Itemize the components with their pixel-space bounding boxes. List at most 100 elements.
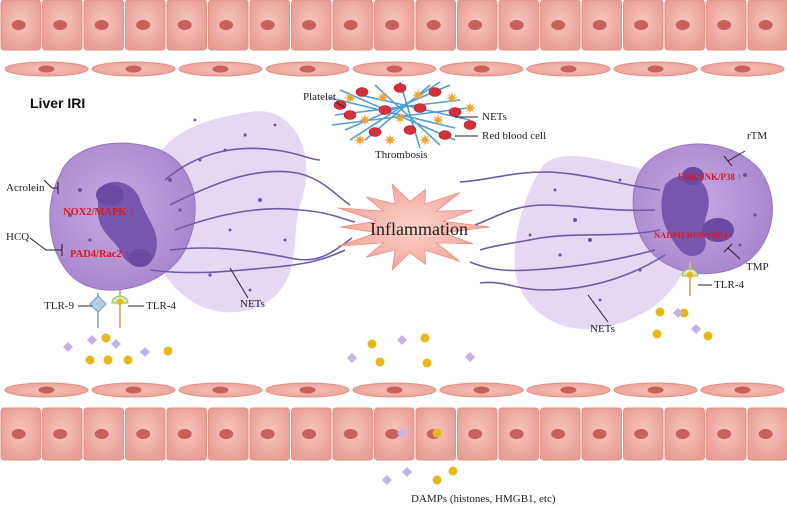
damp-purple-particle <box>140 347 150 357</box>
bottom-epithelium-row <box>0 407 787 461</box>
bottom-endothelial-nucleus <box>560 386 577 394</box>
right-nucleus-lobe <box>702 218 734 242</box>
platelet <box>359 114 371 126</box>
top-epithelial-nucleus <box>592 20 607 30</box>
bottom-epithelial-nucleus <box>136 429 151 439</box>
bottom-epithelial-nucleus <box>509 429 524 439</box>
damp-yellow-particle <box>123 355 133 365</box>
granules <box>68 118 757 302</box>
hcq-label: HCQ <box>6 231 30 243</box>
platelet <box>432 114 444 126</box>
bottom-epithelial-nucleus <box>592 429 607 439</box>
top-epithelial-nucleus <box>675 20 690 30</box>
top-epithelial-nucleus <box>468 20 483 30</box>
left-nucleus-lobe <box>128 249 152 267</box>
damp-yellow-particle <box>703 331 713 341</box>
damp-purple-particle <box>691 324 701 334</box>
damp-yellow-particle <box>448 466 458 476</box>
bottom-epithelial-nucleus <box>11 429 26 439</box>
bottom-endothelial-nucleus <box>473 386 490 394</box>
red-blood-cell <box>393 83 407 93</box>
right-nets-label: NETs <box>590 323 615 335</box>
rtm-label: rTM <box>747 130 768 142</box>
thrombosis-nets-label: NETs <box>482 111 507 123</box>
bottom-endothelial-nucleus <box>299 386 316 394</box>
tlr9-label: TLR-9 <box>44 300 74 312</box>
left-nets-cloud <box>147 111 307 313</box>
damp-yellow-particle <box>375 357 385 367</box>
damp-yellow-particle <box>432 475 442 485</box>
top-epithelial-nucleus <box>260 20 275 30</box>
top-epithelium-row <box>0 0 787 51</box>
inflammation-label: Inflammation <box>370 219 468 239</box>
top-endothelial-nucleus <box>734 65 751 73</box>
bottom-epithelial-nucleus <box>758 429 773 439</box>
damp-purple-particle <box>382 475 392 485</box>
right-pathway-1: ERK/JNK/P38 ↑ <box>678 172 742 182</box>
top-endothelial-nucleus <box>386 65 403 73</box>
top-epithelial-nucleus <box>551 20 566 30</box>
damp-yellow-particle <box>163 346 173 356</box>
top-endothelial-nucleus <box>38 65 55 73</box>
platelet <box>412 89 424 101</box>
top-epithelial-nucleus <box>509 20 524 30</box>
platelet <box>464 102 476 114</box>
top-endothelium-row <box>4 61 785 77</box>
top-endothelial-nucleus <box>473 65 490 73</box>
damp-yellow-particle <box>103 355 113 365</box>
damp-purple-particle <box>465 352 475 362</box>
damp-yellow-particle <box>432 428 442 438</box>
damp-yellow-particle <box>101 333 111 343</box>
damp-purple-particle <box>673 308 683 318</box>
damp-purple-particle <box>397 428 407 438</box>
damp-purple-particle <box>87 335 97 345</box>
bottom-epithelial-nucleus <box>177 429 192 439</box>
red-blood-cell <box>343 110 357 120</box>
damp-purple-particle <box>402 467 412 477</box>
top-epithelial-nucleus <box>94 20 109 30</box>
platelet <box>377 91 389 103</box>
bottom-epithelial-nucleus <box>551 429 566 439</box>
page-title: Liver IRI <box>30 95 86 111</box>
red-blood-cell <box>403 125 417 135</box>
damp-yellow-particle <box>655 307 665 317</box>
bottom-endothelial-nucleus <box>125 386 142 394</box>
platelet-label: Platelet <box>303 91 336 103</box>
damp-yellow-particle <box>420 333 430 343</box>
platelet <box>394 112 406 124</box>
top-epithelial-nucleus <box>426 20 441 30</box>
tlr4-right-label: TLR-4 <box>714 279 744 291</box>
bottom-epithelial-nucleus <box>385 429 400 439</box>
damp-purple-particle <box>397 335 407 345</box>
red-blood-cell <box>428 87 442 97</box>
top-endothelial-nucleus <box>560 65 577 73</box>
platelet <box>446 92 458 104</box>
bottom-endothelial-nucleus <box>38 386 55 394</box>
tlr4-receptor-left <box>111 290 129 328</box>
bottom-endothelial-nucleus <box>212 386 229 394</box>
bottom-endothelial-nucleus <box>647 386 664 394</box>
tlr9-receptor <box>89 293 107 328</box>
top-epithelial-nucleus <box>219 20 234 30</box>
bottom-epithelial-nucleus <box>53 429 68 439</box>
top-endothelial-nucleus <box>212 65 229 73</box>
left-pathway-1: NOX2/MAPK ↑ <box>63 207 135 218</box>
inflammation-burst <box>337 182 491 272</box>
tlr4-left-label: TLR-4 <box>146 300 176 312</box>
bottom-epithelial-nucleus <box>302 429 317 439</box>
bottom-epithelial-nucleus <box>219 429 234 439</box>
tlr4-receptor-right <box>681 262 699 296</box>
acrolein-label: Acrolein <box>6 182 45 194</box>
top-epithelial-nucleus <box>634 20 649 30</box>
top-epithelial-nucleus <box>177 20 192 30</box>
damp-yellow-particle <box>679 308 689 318</box>
platelet <box>419 134 431 146</box>
right-pathway-2: NADPH/ROS/PAD4 ↑ <box>654 230 734 240</box>
bottom-epithelial-nucleus <box>94 429 109 439</box>
bottom-epithelial-nucleus <box>260 429 275 439</box>
red-blood-cell <box>378 105 392 115</box>
top-epithelial-nucleus <box>717 20 732 30</box>
damp-yellow-particle <box>422 358 432 368</box>
top-epithelial-nucleus <box>11 20 26 30</box>
